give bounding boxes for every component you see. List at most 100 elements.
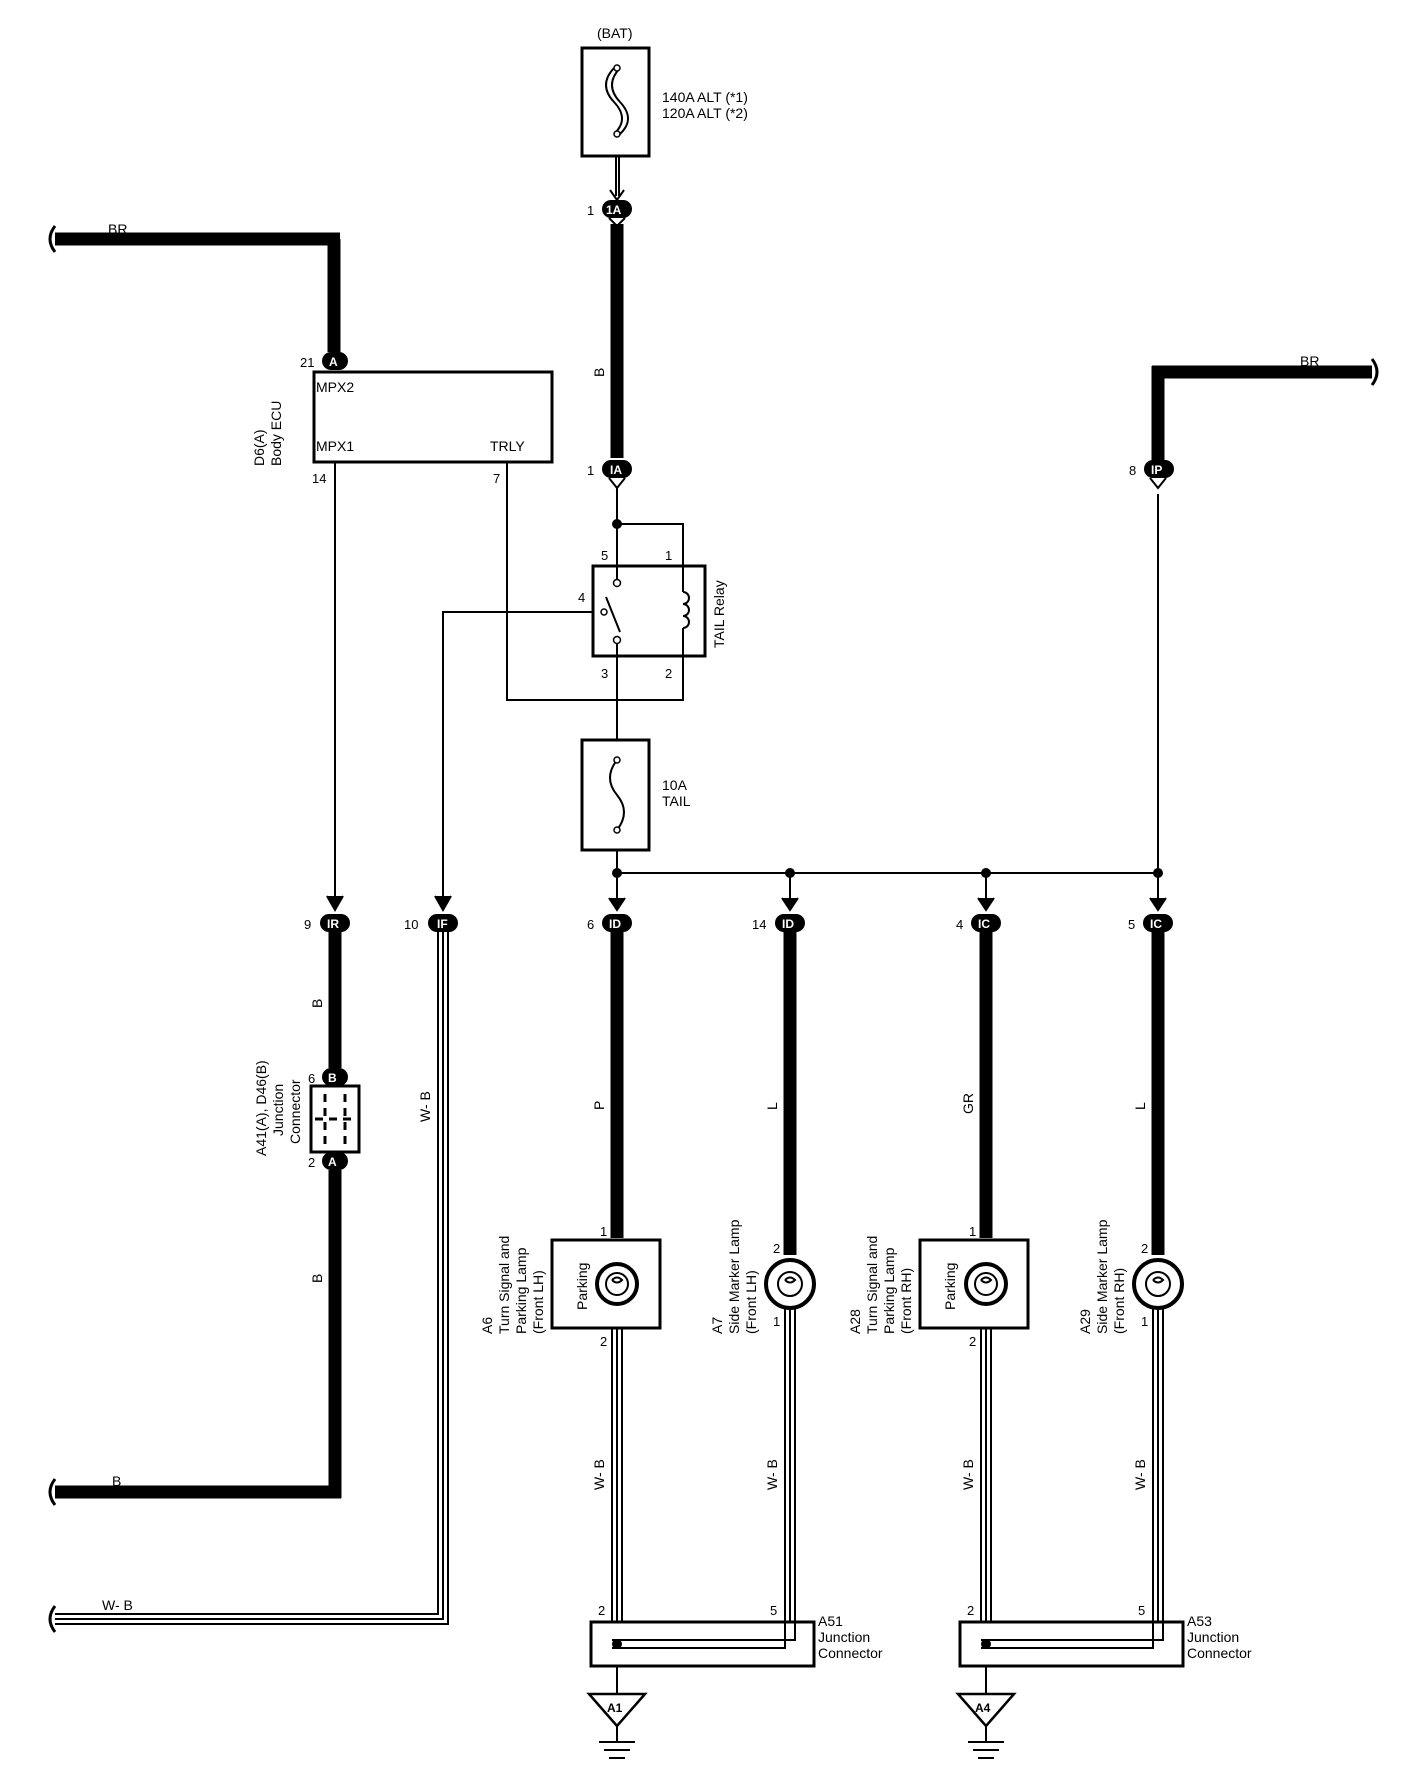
body-ecu-box <box>312 370 554 464</box>
svg-text:L: L <box>764 1102 780 1110</box>
svg-text:2: 2 <box>665 666 672 681</box>
svg-text:2: 2 <box>600 1334 607 1349</box>
svg-text:1: 1 <box>600 1224 607 1239</box>
svg-text:Junction: Junction <box>1187 1629 1239 1645</box>
svg-text:1: 1 <box>773 1314 780 1329</box>
svg-text:Parking Lamp: Parking Lamp <box>881 1247 897 1334</box>
svg-text:4: 4 <box>956 917 963 932</box>
svg-text:A6: A6 <box>479 1317 495 1334</box>
svg-text:P: P <box>591 1101 607 1110</box>
lamp-a7-bulb-icon <box>764 1258 816 1310</box>
lamp-a6-box <box>550 1238 662 1330</box>
svg-text:8: 8 <box>1129 463 1136 478</box>
svg-text:Side Marker Lamp: Side Marker Lamp <box>726 1219 742 1334</box>
svg-text:Connector: Connector <box>818 1645 883 1661</box>
svg-text:(Front LH): (Front LH) <box>530 1270 546 1334</box>
svg-text:ID: ID <box>609 917 621 931</box>
svg-text:Turn Signal and: Turn Signal and <box>496 1236 512 1334</box>
svg-text:(Front LH): (Front LH) <box>743 1270 759 1334</box>
svg-text:A53: A53 <box>1187 1613 1212 1629</box>
connector-1a: 1A 1 <box>587 200 632 218</box>
svg-text:2: 2 <box>308 1155 315 1170</box>
tail-relay-label: TAIL Relay <box>711 580 727 648</box>
relay-switch-icon <box>612 635 622 645</box>
connector-ic-5: IC 5 <box>1128 914 1173 932</box>
svg-text:Parking: Parking <box>574 1263 590 1310</box>
svg-text:6: 6 <box>587 917 594 932</box>
wire-break-icon <box>48 1605 57 1633</box>
tail-fuse-label-2: TAIL <box>662 793 691 809</box>
svg-text:B: B <box>328 1071 337 1085</box>
svg-text:A7: A7 <box>709 1317 725 1334</box>
lamp-a29-bulb-icon <box>1132 1258 1184 1310</box>
svg-text:1: 1 <box>587 203 594 218</box>
svg-text:10: 10 <box>404 917 418 932</box>
svg-text:W- B: W- B <box>102 1597 133 1613</box>
tail-fuse-icon <box>609 759 625 831</box>
svg-text:Junction: Junction <box>818 1629 870 1645</box>
wire-label-br-right: BR <box>1300 353 1319 369</box>
svg-text:1: 1 <box>1141 1314 1148 1329</box>
svg-text:A29: A29 <box>1077 1309 1093 1334</box>
wire-wb-if <box>55 932 449 1625</box>
ecu-pin-mpx2: MPX2 <box>316 379 354 395</box>
svg-text:2: 2 <box>773 1241 780 1256</box>
svg-text:Parking: Parking <box>942 1263 958 1310</box>
connector-ia: IA 1 <box>587 460 632 478</box>
ecu-pin-mpx1: MPX1 <box>316 438 354 454</box>
main-fuse-box <box>580 46 651 158</box>
connector-jc-b: B 6 <box>308 1068 348 1086</box>
svg-text:2: 2 <box>969 1334 976 1349</box>
junction-connector-a51 <box>589 1620 816 1668</box>
connector-ic-4: IC 4 <box>956 914 1001 932</box>
svg-text:A: A <box>328 1155 337 1169</box>
svg-text:IA: IA <box>610 463 622 477</box>
ecu-pin-14: 14 <box>312 471 326 486</box>
ecu-pin-7: 7 <box>493 471 500 486</box>
svg-text:Turn Signal and: Turn Signal and <box>864 1236 880 1334</box>
wire-label-b-bat: B <box>591 368 607 377</box>
svg-text:1: 1 <box>665 548 672 563</box>
svg-text:3: 3 <box>601 666 608 681</box>
wire-break-icon <box>48 225 57 253</box>
svg-text:A51: A51 <box>818 1613 843 1629</box>
svg-text:B: B <box>309 999 325 1008</box>
ground-a4-icon: A4 <box>955 1666 1017 1759</box>
wire-break-icon <box>48 1478 57 1506</box>
svg-text:2: 2 <box>598 1603 605 1618</box>
svg-text:IP: IP <box>1151 463 1162 477</box>
tail-fuse-label-1: 10A <box>662 777 688 793</box>
wire-wb-a6 <box>611 1328 623 1622</box>
tail-fuse-box <box>580 738 651 852</box>
main-fuse-label-2: 120A ALT (*2) <box>662 105 748 121</box>
body-ecu-id: D6(A) <box>251 429 267 466</box>
connector-id-6: ID 6 <box>587 914 632 932</box>
svg-text:Connector: Connector <box>1187 1645 1252 1661</box>
connector-ip: IP 8 <box>1129 460 1174 478</box>
junction-connector-a53 <box>958 1620 1185 1668</box>
svg-text:Parking Lamp: Parking Lamp <box>513 1247 529 1334</box>
wire-wb-a28 <box>980 1328 992 1622</box>
svg-text:5: 5 <box>1138 1603 1145 1618</box>
connector-if: IF 10 <box>404 914 458 932</box>
svg-text:14: 14 <box>752 917 766 932</box>
svg-text:5: 5 <box>1128 917 1135 932</box>
connector-jc-a: A 2 <box>308 1152 348 1170</box>
wire-break-icon <box>1370 358 1379 386</box>
main-fuse-label-1: 140A ALT (*1) <box>662 89 748 105</box>
lamp-a6-bulb-icon <box>595 1262 639 1306</box>
svg-text:A: A <box>329 355 338 369</box>
svg-text:W- B: W- B <box>1132 1459 1148 1490</box>
svg-text:6: 6 <box>308 1071 315 1086</box>
svg-text:W- B: W- B <box>764 1459 780 1490</box>
wire-label-br-left: BR <box>108 221 127 237</box>
svg-text:IR: IR <box>327 917 339 931</box>
svg-text:ID: ID <box>782 917 794 931</box>
body-ecu-name: Body ECU <box>268 401 284 466</box>
svg-text:GR: GR <box>960 1093 976 1114</box>
svg-text:21: 21 <box>300 355 314 370</box>
connector-ecu-a: A 21 <box>300 352 348 370</box>
svg-text:Junction: Junction <box>270 1084 286 1136</box>
svg-text:2: 2 <box>1141 1241 1148 1256</box>
